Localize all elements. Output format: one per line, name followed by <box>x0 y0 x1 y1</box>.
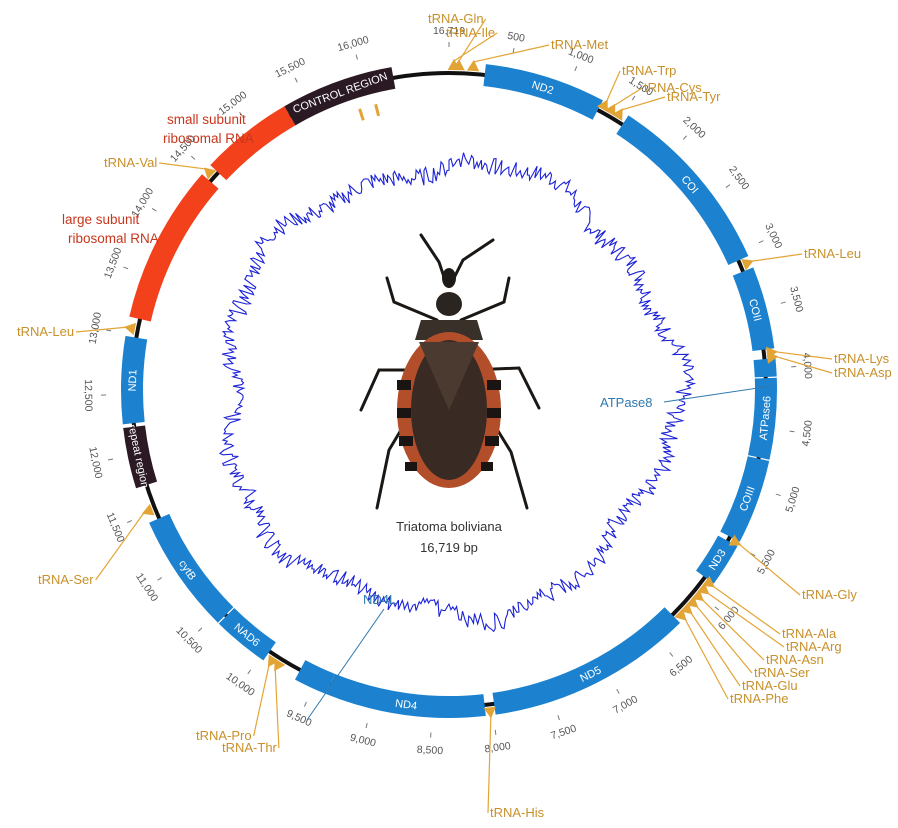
trna-marker-trna-leu <box>126 324 135 333</box>
tick-label: 10,000 <box>224 670 257 698</box>
tick-label: 8,000 <box>484 740 512 755</box>
atpase8-label: ATPase8 <box>600 395 653 410</box>
trna-label-trna-phe: tRNA-Phe <box>730 691 789 706</box>
lsu-label-line2: ribosomal RNA <box>68 231 159 246</box>
tick-label: 12,000 <box>86 446 104 480</box>
tick-label: 9,500 <box>285 707 314 729</box>
tick-label: 11,000 <box>133 571 160 604</box>
tick-label: 8,500 <box>417 744 444 757</box>
tick-label: 6,500 <box>667 653 695 679</box>
tick-mark <box>152 208 156 211</box>
tick-label: 4,500 <box>800 419 815 447</box>
tick-mark <box>575 66 577 71</box>
tick-label: 11,500 <box>104 511 127 545</box>
tick-mark <box>781 302 786 303</box>
gene-nd4 <box>326 674 486 718</box>
tick-label: 12,500 <box>82 379 94 411</box>
trna-label-trna-leu: tRNA-Leu <box>804 246 861 261</box>
trna-marker-trna-ser <box>144 506 153 514</box>
tick-label: 2,000 <box>680 114 708 141</box>
tick-mark <box>776 494 781 496</box>
tick-mark <box>683 136 686 140</box>
tick-mark <box>715 607 719 610</box>
trna-label-trna-tyr: tRNA-Tyr <box>667 89 721 104</box>
tick-mark <box>108 459 113 460</box>
trna-label-trna-gln: tRNA-Gln <box>428 11 484 26</box>
trna-label-trna-gly: tRNA-Gly <box>802 587 857 602</box>
trna-leader-line <box>607 71 620 101</box>
control-region-mark <box>360 109 364 120</box>
ssu-label-line1: small subunit <box>167 112 246 127</box>
tick-mark <box>558 715 560 720</box>
tick-label: 500 <box>506 30 526 45</box>
ssu-label-line2: ribosomal RNA <box>163 131 254 146</box>
trna-leader-line <box>159 163 205 169</box>
tick-mark <box>106 330 111 331</box>
trna-label-trna-met: tRNA-Met <box>551 37 608 52</box>
trna-leader-line <box>752 254 802 261</box>
trna-leader-line <box>254 665 269 736</box>
gene-label-nd1: ND1 <box>127 369 140 391</box>
tick-label: 13,500 <box>102 246 125 280</box>
triatoma-bug-image <box>361 235 539 508</box>
genome-length: 16,719 bp <box>420 540 478 555</box>
trna-label-trna-lys: tRNA-Lys <box>834 351 890 366</box>
tick-mark <box>248 670 251 674</box>
gene-nd5 <box>492 607 680 714</box>
tick-mark <box>191 156 195 159</box>
trna-marker-trna-ile <box>449 61 458 69</box>
control-region-mark <box>376 104 379 116</box>
tick-label: 15,500 <box>273 55 307 80</box>
nd4l-label: ND4L <box>363 592 396 607</box>
trna-leader-line <box>614 88 642 105</box>
tick-label: 7,500 <box>549 722 578 742</box>
tick-label: 9,000 <box>349 732 378 750</box>
tick-label: 3,000 <box>762 222 784 251</box>
trna-label-trna-ile: tRNA-Ile <box>446 25 495 40</box>
trna-label-trna-pro: tRNA-Pro <box>196 728 252 743</box>
trna-leader-line <box>474 45 549 62</box>
tick-label: 5,500 <box>755 547 778 576</box>
trna-marker-trna-met <box>469 62 478 70</box>
trna-label-trna-his: tRNA-His <box>490 805 545 820</box>
tick-mark <box>158 578 162 581</box>
species-name: Triatoma boliviana <box>396 519 503 534</box>
tick-label: 7,000 <box>611 693 640 716</box>
tick-mark <box>366 723 367 728</box>
tick-label: 16,000 <box>336 34 370 54</box>
tick-mark <box>123 267 128 269</box>
tick-mark <box>670 653 673 657</box>
trna-marker-trna-his <box>485 708 494 717</box>
tick-mark <box>127 521 132 523</box>
tick-mark <box>759 241 764 243</box>
trna-marker-trna-leu <box>743 260 752 268</box>
trna-label-trna-val: tRNA-Val <box>104 155 157 170</box>
trna-leader-line <box>488 716 491 813</box>
tick-label: 2,500 <box>726 164 751 192</box>
tick-mark <box>790 431 795 432</box>
tick-mark <box>356 55 357 60</box>
gene-atpase8 <box>754 358 777 377</box>
trna-leader-line <box>275 669 279 748</box>
tick-label: 3,500 <box>787 285 805 314</box>
tick-label: 13,000 <box>87 311 104 345</box>
trna-label-trna-leu: tRNA-Leu <box>17 324 74 339</box>
trna-label-trna-asp: tRNA-Asp <box>834 365 892 380</box>
trna-label-trna-ser: tRNA-Ser <box>38 572 94 587</box>
gene-label-control-region: CONTROL REGION <box>291 70 389 116</box>
gene-coi <box>616 115 748 265</box>
tick-mark <box>295 78 297 82</box>
tick-mark <box>617 689 619 693</box>
tick-label: 5,000 <box>783 485 802 514</box>
tick-mark <box>495 730 496 735</box>
tick-mark <box>198 628 202 631</box>
tick-mark <box>632 96 635 100</box>
trna-label-trna-trp: tRNA-Trp <box>622 63 676 78</box>
trna-leader-line <box>622 97 665 110</box>
tick-mark <box>726 185 730 188</box>
lsu-label-line1: large subunit <box>62 212 140 227</box>
tick-mark <box>304 702 306 707</box>
